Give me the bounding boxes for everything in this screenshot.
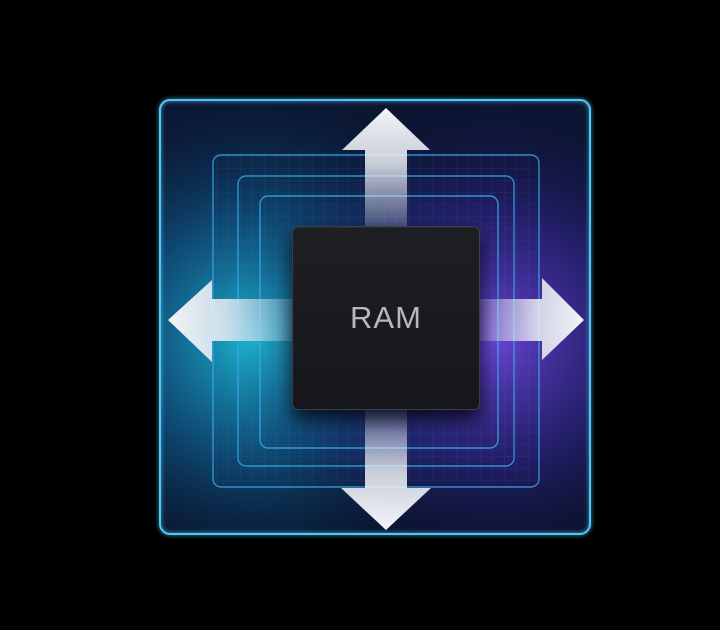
arrow-up-icon [342, 108, 430, 232]
arrow-left-icon [168, 280, 296, 362]
outer-frame [159, 99, 591, 535]
arrow-down-icon [341, 402, 431, 530]
ram-chip: RAM [292, 226, 480, 410]
ram-chip-label: RAM [350, 300, 422, 335]
arrow-right-icon [476, 278, 584, 360]
